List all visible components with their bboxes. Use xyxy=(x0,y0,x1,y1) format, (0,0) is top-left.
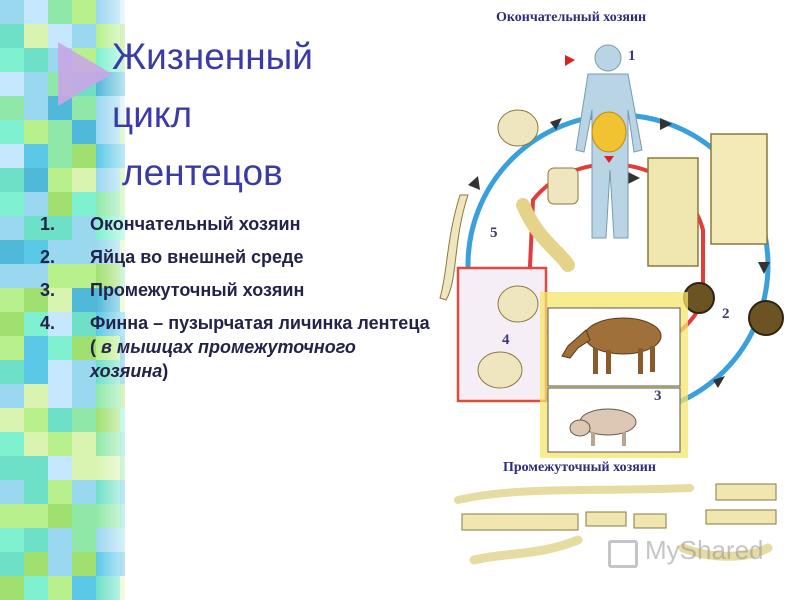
list-item: 3. Промежуточный хозяин xyxy=(40,278,430,302)
lifecycle-list: 1. Окончательный хозяин 2. Яйца во внешн… xyxy=(40,212,430,392)
caption-intermediate-host: Промежуточный хозяин xyxy=(503,460,656,475)
stage-label-4: 4 xyxy=(502,332,510,348)
cycle-arrow xyxy=(628,172,640,184)
decorative-triangle xyxy=(58,42,112,106)
cycle-arrow xyxy=(468,176,480,190)
cycle-arrow xyxy=(550,118,562,130)
scolex-head xyxy=(547,167,579,205)
lifecycle-diagram: Окончательный хозяин Промежуточный хозяи… xyxy=(428,0,800,600)
pig-icon xyxy=(569,408,637,446)
egg xyxy=(683,282,715,314)
cycle-arrow xyxy=(758,262,770,274)
human-host xyxy=(565,44,643,239)
watermark-icon xyxy=(608,540,638,568)
tapeworm-segments xyxy=(454,483,777,565)
lifecycle-diagram-svg xyxy=(439,44,784,565)
title-line-2: цикл xyxy=(112,94,193,135)
list-text-italic: в мышцах промежуточного хозяина xyxy=(90,337,356,381)
list-text: Промежуточный хозяин xyxy=(90,280,305,300)
cysticercus-larva xyxy=(477,351,523,389)
cow-icon xyxy=(561,317,662,374)
list-text: Финна – пузырчатая личинка лентеца ( xyxy=(90,313,430,357)
egg xyxy=(748,300,784,336)
cycle-arrow xyxy=(660,118,672,130)
stage-label-1: 1 xyxy=(628,48,636,64)
proglottid-panel xyxy=(647,157,699,267)
cysticercus-larva xyxy=(497,285,539,323)
stage-label-3: 3 xyxy=(654,388,662,404)
list-item: 2. Яйца во внешней среде xyxy=(40,245,430,269)
list-text: Яйца во внешней среде xyxy=(90,247,304,267)
scolex-head xyxy=(497,109,539,147)
list-item: 4. Финна – пузырчатая личинка лентеца ( … xyxy=(40,311,430,383)
list-item: 1. Окончательный хозяин xyxy=(40,212,430,236)
caption-definitive-host: Окончательный хозяин xyxy=(496,10,647,25)
list-text: Окончательный хозяин xyxy=(90,214,301,234)
cycle-arrow xyxy=(713,376,725,388)
proglottid-panel xyxy=(710,133,768,245)
watermark-text: MyShared xyxy=(645,535,764,565)
slide-title: Жизненный цикл лентецов xyxy=(112,28,412,202)
stage-label-5: 5 xyxy=(490,225,498,241)
worm-body xyxy=(439,194,469,301)
list-number: 1. xyxy=(40,214,56,234)
title-line-3: лентецов xyxy=(122,152,283,193)
list-text-end: ) xyxy=(162,361,169,381)
list-number: 2. xyxy=(40,247,56,267)
list-number: 4. xyxy=(40,313,56,333)
larva-coil xyxy=(516,198,575,272)
stage-label-2: 2 xyxy=(722,306,730,322)
list-number: 3. xyxy=(40,280,56,300)
title-line-1: Жизненный xyxy=(112,36,313,77)
